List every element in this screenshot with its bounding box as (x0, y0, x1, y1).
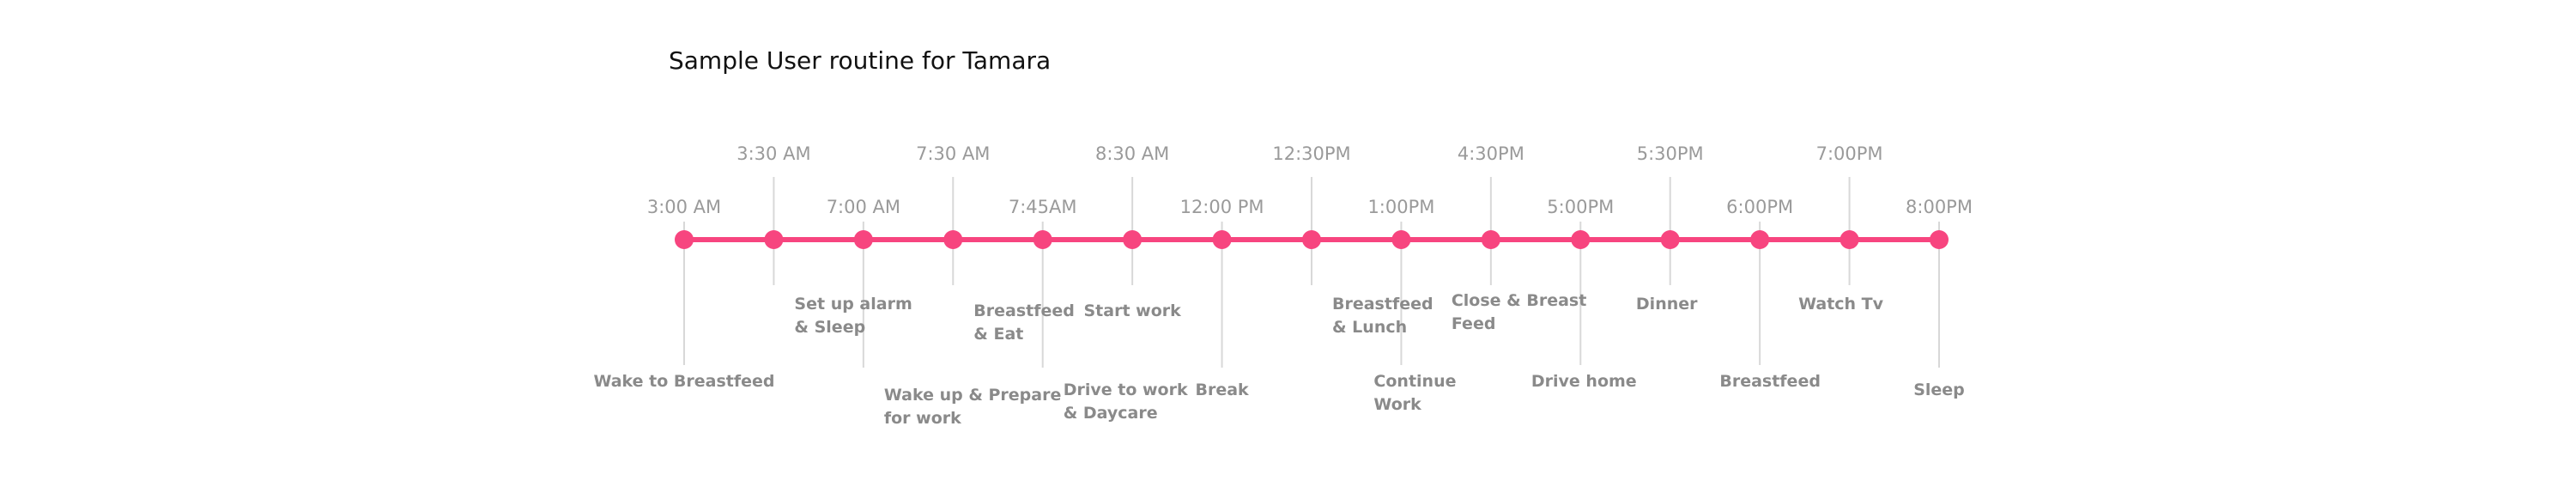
time-label-4: 7:45AM (1009, 197, 1077, 217)
time-label-9: 4:30PM (1458, 143, 1524, 164)
event-dot-2 (853, 230, 873, 249)
event-dot-6 (1212, 230, 1232, 249)
time-label-14: 8:00PM (1906, 197, 1973, 217)
event-label-13: Watch Tv (1798, 295, 1884, 314)
event-dot-8 (1391, 230, 1411, 249)
event-label-10: Drive home (1531, 372, 1637, 391)
event-label-0: Wake to Breastfeed (593, 372, 774, 391)
event-label-14: Sleep (1913, 381, 1965, 399)
event-label-11: Dinner (1636, 295, 1698, 314)
event-dot-9 (1481, 230, 1500, 249)
event-label-1-line-1: & Sleep (794, 318, 865, 337)
event-dot-7 (1302, 230, 1321, 249)
event-label-4-line-0: Drive to work (1064, 381, 1188, 399)
event-label-4-line-1: & Daycare (1064, 404, 1158, 423)
event-dot-10 (1571, 230, 1591, 249)
event-dot-14 (1930, 230, 1949, 249)
event-dot-12 (1750, 230, 1770, 249)
time-label-10: 5:00PM (1547, 197, 1614, 217)
time-label-0: 3:00 AM (647, 197, 721, 217)
event-dot-5 (1123, 230, 1143, 249)
time-label-6: 12:00 PM (1180, 197, 1264, 217)
event-dot-4 (1033, 230, 1052, 249)
time-label-13: 7:00PM (1816, 143, 1883, 164)
event-dot-1 (764, 230, 784, 249)
event-label-2-line-1: for work (884, 409, 961, 428)
time-label-11: 5:30PM (1637, 143, 1704, 164)
diagram-title: Sample User routine for Tamara (669, 46, 1052, 75)
event-label-9-line-1: Feed (1452, 314, 1496, 333)
time-label-3: 7:30 AM (916, 143, 990, 164)
event-dot-11 (1660, 230, 1680, 249)
time-label-2: 7:00 AM (827, 197, 900, 217)
event-label-7-line-1: & Lunch (1332, 318, 1407, 337)
event-label-3-line-0: Breastfeed (973, 301, 1075, 320)
event-label-9-line-0: Close & Breast (1452, 291, 1586, 310)
time-label-8: 1:00PM (1367, 197, 1434, 217)
event-label-7-line-0: Breastfeed (1332, 295, 1433, 314)
event-label-2-line-0: Wake up & Prepare (884, 386, 1062, 405)
event-label-8-line-1: Work (1373, 395, 1421, 414)
event-label-12: Breastfeed (1719, 372, 1821, 391)
event-label-5: Start work (1084, 301, 1182, 320)
event-label-6: Break (1195, 381, 1249, 399)
time-label-5: 8:30 AM (1095, 143, 1169, 164)
event-dot-0 (675, 230, 694, 249)
time-label-12: 6:00PM (1726, 197, 1793, 217)
time-label-1: 3:30 AM (736, 143, 810, 164)
event-dot-3 (943, 230, 963, 249)
event-dot-13 (1840, 230, 1859, 249)
time-label-7: 12:30PM (1272, 143, 1350, 164)
event-label-3-line-1: & Eat (973, 325, 1023, 344)
event-label-8-line-0: Continue (1373, 372, 1456, 391)
event-label-1-line-0: Set up alarm (794, 295, 912, 314)
